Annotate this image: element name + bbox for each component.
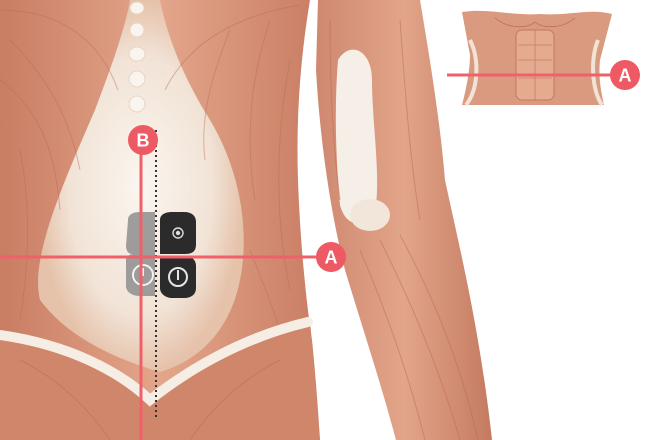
back-muscle-striations: [0, 4, 301, 381]
inset-front-torso: [462, 10, 612, 107]
marker-a-inset-label: A: [619, 66, 632, 86]
spine-vertebrae: [128, 1, 146, 113]
electrode-device: [160, 212, 196, 298]
marker-b-badge: B: [128, 125, 158, 155]
marker-a-inset-badge: A: [610, 60, 640, 90]
marker-a-label: A: [325, 248, 338, 268]
marker-a-badge: A: [316, 242, 346, 272]
marker-b-label: B: [137, 131, 150, 151]
power-icon[interactable]: [168, 267, 188, 287]
arm: [316, 0, 492, 440]
target-icon: [172, 227, 184, 239]
